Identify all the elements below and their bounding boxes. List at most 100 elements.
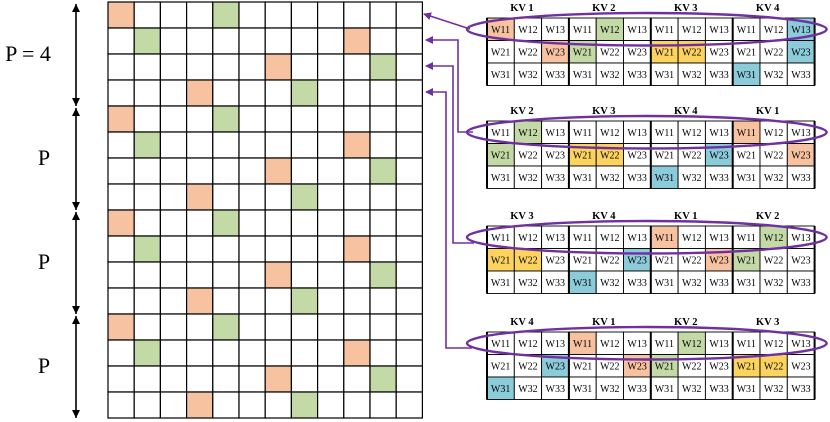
grid-cell-highlighted <box>290 183 319 211</box>
weight-label: W23 <box>546 150 565 161</box>
grid-cell-highlighted <box>264 261 293 289</box>
weight-label: W12 <box>518 25 537 36</box>
weight-label: W13 <box>627 128 646 139</box>
weight-label: W31 <box>491 384 510 395</box>
grid-cell <box>238 209 266 237</box>
weight-label: W23 <box>791 255 810 266</box>
grid-cell <box>395 27 424 55</box>
weight-label: W23 <box>627 47 646 58</box>
grid-cell <box>264 1 293 29</box>
grid-cell-highlighted <box>107 1 135 29</box>
grid-cell <box>212 261 240 289</box>
weight-label: W31 <box>737 70 756 81</box>
grid-cell <box>133 287 161 315</box>
weight-label: W32 <box>682 278 701 289</box>
grid-cell <box>317 27 345 55</box>
grid-cell <box>264 235 293 263</box>
grid-cell <box>133 157 161 185</box>
weight-label: W11 <box>491 128 510 139</box>
grid-cell <box>186 339 214 367</box>
grid-cell-highlighted <box>343 27 371 55</box>
grid-cell <box>107 261 135 289</box>
grid-cell-highlighted <box>264 53 293 81</box>
grid-cell <box>343 1 371 29</box>
grid-cell <box>395 53 424 81</box>
weight-label: W33 <box>709 384 728 395</box>
weight-label: W12 <box>764 233 783 244</box>
weight-label: W21 <box>737 255 756 266</box>
grid-cell <box>317 1 345 29</box>
grid-cell <box>133 105 161 133</box>
weight-label: W32 <box>682 70 701 81</box>
grid-cell <box>212 131 240 159</box>
grid-cell <box>290 339 319 367</box>
weight-label: W33 <box>546 173 565 184</box>
weight-label: W32 <box>764 278 783 289</box>
weight-label: W23 <box>709 361 728 372</box>
grid-cell <box>159 209 188 237</box>
grid-cell <box>343 391 371 419</box>
weight-label: W13 <box>546 128 565 139</box>
grid-cell <box>133 313 161 341</box>
grid-cell <box>159 313 188 341</box>
bracket-arrow-up-icon <box>72 108 80 116</box>
kv-label: KV 1 <box>674 211 697 222</box>
weight-label: W33 <box>627 70 646 81</box>
grid-cell-highlighted <box>264 365 293 393</box>
weight-label: W11 <box>655 128 674 139</box>
bracket-arrow-up-icon <box>72 212 80 220</box>
weight-label: W13 <box>627 339 646 350</box>
grid-cell <box>317 105 345 133</box>
grid-cell <box>343 365 371 393</box>
grid-cell <box>317 53 345 81</box>
grid-cell <box>159 157 188 185</box>
weight-label: W23 <box>791 47 810 58</box>
grid-cell <box>238 339 266 367</box>
weight-label: W32 <box>600 384 619 395</box>
grid-cell <box>343 209 371 237</box>
grid-cell <box>290 157 319 185</box>
weight-label: W23 <box>791 361 810 372</box>
grid-cell <box>159 391 188 419</box>
grid-cell-highlighted <box>290 287 319 315</box>
grid-cell-highlighted <box>107 105 135 133</box>
grid-cell <box>395 261 424 289</box>
grid-cell <box>395 235 424 263</box>
weight-label: W31 <box>573 278 592 289</box>
kv-label: KV 2 <box>756 211 779 222</box>
grid-cell <box>107 131 135 159</box>
grid-cell-highlighted <box>186 79 214 107</box>
bracket-arrow-down-icon <box>72 306 80 314</box>
weight-label: W12 <box>600 25 619 36</box>
grid-cell <box>395 339 424 367</box>
grid-cell <box>186 235 214 263</box>
weight-label: W23 <box>627 255 646 266</box>
weight-label: W13 <box>546 25 565 36</box>
grid-cell-highlighted <box>290 391 319 419</box>
weight-label: W33 <box>709 278 728 289</box>
bracket-label: P <box>38 249 50 274</box>
grid-cell <box>317 261 345 289</box>
weight-label: W21 <box>655 47 674 58</box>
grid-cell <box>212 183 240 211</box>
grid-cell <box>290 365 319 393</box>
grid-cell <box>369 287 397 315</box>
weight-label: W12 <box>518 233 537 244</box>
weight-label: W31 <box>737 384 756 395</box>
weight-label: W11 <box>737 25 756 36</box>
grid-cell <box>264 391 293 419</box>
grid-cell <box>133 53 161 81</box>
kv-label: KV 4 <box>510 317 534 328</box>
weight-label: W21 <box>491 150 510 161</box>
grid-cell <box>369 79 397 107</box>
grid-cell-highlighted <box>107 313 135 341</box>
grid-cell-highlighted <box>212 313 240 341</box>
grid-cell <box>395 79 424 107</box>
grid-cell <box>212 53 240 81</box>
weight-label: W11 <box>573 233 592 244</box>
weight-label: W21 <box>737 150 756 161</box>
grid-cell-highlighted <box>290 79 319 107</box>
weight-label: W11 <box>737 233 756 244</box>
